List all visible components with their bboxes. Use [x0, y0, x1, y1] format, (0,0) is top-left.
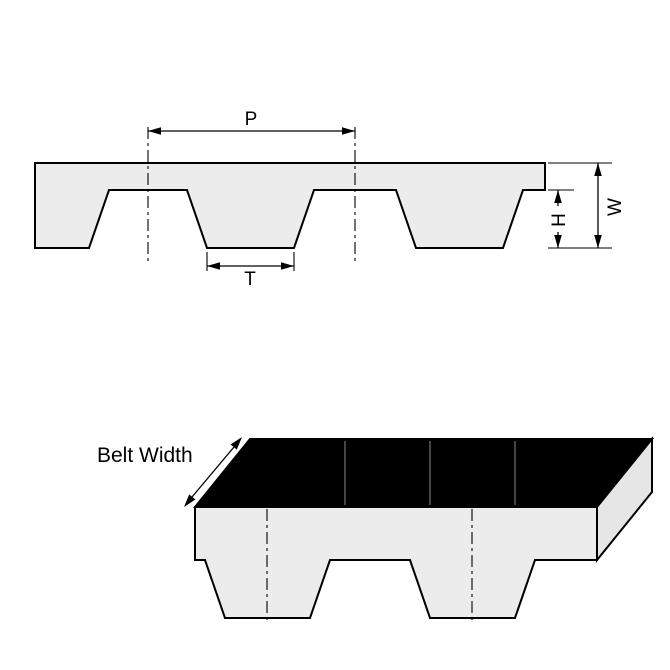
pitch-arrow-right-icon	[342, 127, 355, 135]
belt-width-dimension: Belt Width	[97, 437, 242, 507]
belt-width-arrow-line	[191, 446, 235, 498]
belt-width-arrow-upper-icon	[230, 437, 242, 450]
pitch-dimension: P	[148, 109, 355, 135]
tooth-height-label: H	[549, 213, 570, 227]
cross-section-view: P T H	[34, 109, 626, 290]
tooth-height-arrow-bottom-icon	[554, 235, 562, 248]
tooth-width-dimension: T	[206, 252, 295, 290]
belt-front-face	[194, 506, 598, 619]
tooth-width-arrow-right-icon	[281, 262, 294, 270]
belt-width-label: Belt Width	[97, 444, 193, 467]
tooth-width-arrow-left-icon	[207, 262, 220, 270]
belt-thickness-label: W	[605, 198, 626, 216]
tooth-height-label-mask	[550, 206, 566, 232]
belt-thickness-dimension: W	[548, 162, 626, 249]
pitch-arrow-left-icon	[148, 127, 161, 135]
belt-profile	[34, 162, 546, 249]
belt-thickness-arrow-bottom-icon	[594, 235, 602, 248]
belt-width-arrow-lower-icon	[184, 494, 196, 507]
belt-end-face	[596, 436, 653, 563]
perspective-view: Belt Width	[97, 436, 655, 624]
belt-top-face	[192, 438, 655, 508]
top-face-seam-lines	[344, 441, 516, 505]
pitch-label: P	[245, 109, 258, 130]
tooth-width-label: T	[244, 269, 256, 290]
tooth-height-dimension: H	[548, 189, 574, 248]
belt-thickness-arrow-top-icon	[594, 163, 602, 176]
tooth-height-arrow-top-icon	[554, 190, 562, 203]
